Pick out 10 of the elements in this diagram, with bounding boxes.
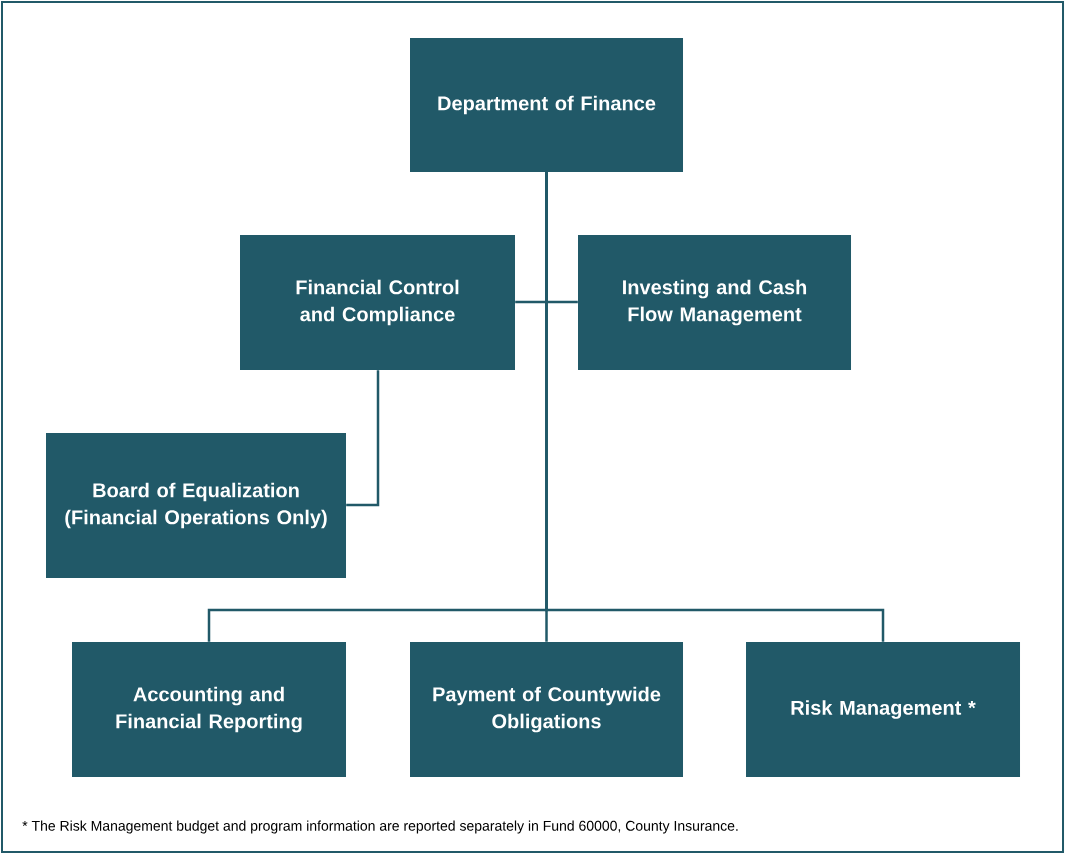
org-box: Department of Finance xyxy=(410,38,683,172)
org-box: Accounting and Financial Reporting xyxy=(72,642,346,777)
connector-line xyxy=(346,370,380,507)
org-box: Payment of Countywide Obligations xyxy=(410,642,683,777)
org-box: Board of Equalization (Financial Operations Only) xyxy=(46,433,346,578)
connector-line xyxy=(545,172,885,642)
org-box: Risk Management * xyxy=(746,642,1020,777)
org-box: Financial Control and Compliance xyxy=(240,235,515,370)
footnote: * The Risk Management budget and program information are reported separately in Fund 60000, County Insurance. xyxy=(22,820,738,834)
org-box: Investing and Cash Flow Management xyxy=(578,235,851,370)
